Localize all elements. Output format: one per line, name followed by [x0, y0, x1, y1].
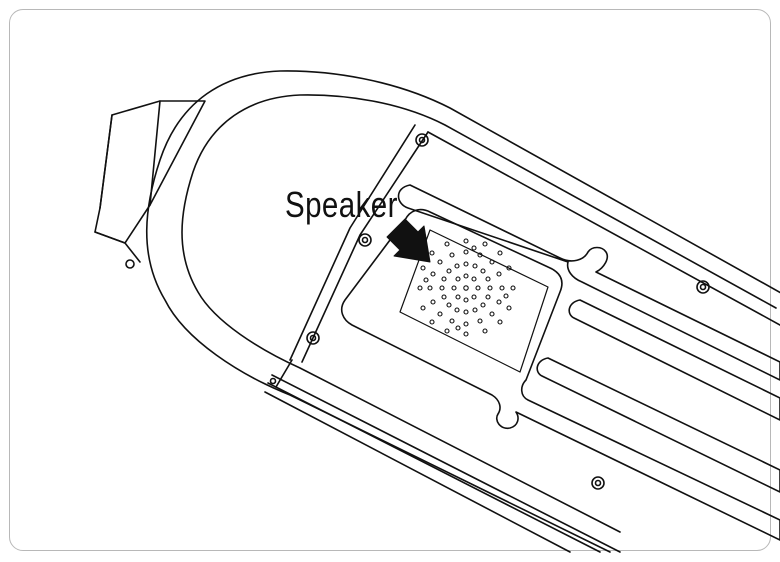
rear-mount: [94, 100, 206, 269]
screw-icon: [269, 133, 710, 490]
speaker-label: Speaker: [285, 184, 398, 225]
arrow-down-right-icon: [386, 218, 431, 263]
figure-frame: [9, 9, 771, 551]
panel-seam: [289, 124, 416, 361]
device-body: [145, 70, 780, 553]
speaker-grille-icon: [417, 238, 516, 337]
cover-plate: [340, 184, 780, 541]
